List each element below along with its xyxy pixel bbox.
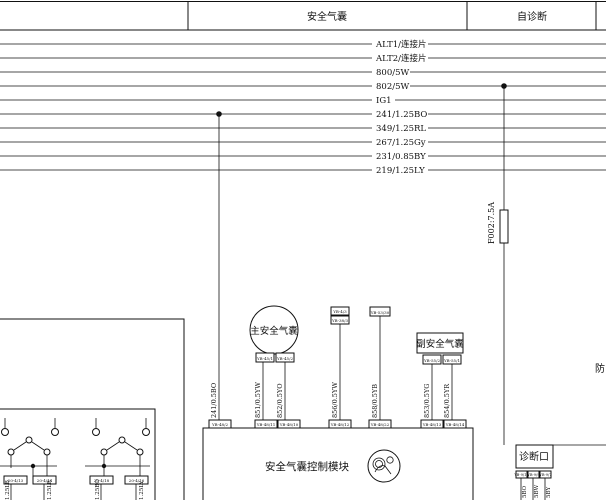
- wire-label: 1.25LR: [47, 479, 53, 500]
- airbag-icon: [367, 449, 401, 483]
- wire-label: 854/0.5YR: [443, 383, 451, 418]
- wire-label: 858/0.5YB: [371, 384, 379, 418]
- connector-label: YB-55/2: [423, 358, 440, 363]
- sensor-connectors: YB-4/3 YB-38/3 YB-53/30: [330, 306, 391, 420]
- wire-label: 851/0.5YW: [254, 382, 262, 418]
- connector-label: YB-48/11: [256, 422, 276, 427]
- wire-label: 5BW: [534, 484, 540, 498]
- passenger-airbag-box: [416, 332, 464, 354]
- connector-label: 20-4/14: [37, 478, 53, 483]
- connector-label: YB-48/10: [279, 422, 299, 427]
- wire-label: 853/0.5YG: [423, 384, 431, 418]
- connector-label: 20-4/13: [8, 478, 24, 483]
- bus-wire-label: 267/1.25Gy: [376, 138, 426, 148]
- connector-label: YB-9/16: [513, 473, 529, 477]
- junction-drops: [216, 83, 507, 445]
- connector-label: YB-9/7: [538, 473, 552, 477]
- section-title-selfdiag: 自诊断: [517, 10, 547, 23]
- fuse-f002: F002:7.5A: [487, 202, 509, 244]
- driver-airbag: 主安全气囊 YB-45/1 YB-45/2: [249, 305, 299, 420]
- wire-label: 5BO: [522, 485, 528, 498]
- diag-port-label: 诊断口: [519, 450, 549, 463]
- connector-label: YB-45/1: [256, 356, 273, 361]
- vertical-wire-labels: 241/0.5BO 851/0.5YW 852/0.5YO 856/0.5YW …: [210, 382, 451, 418]
- wire-label: 241/0.5BO: [210, 383, 218, 418]
- passenger-airbag-label: 副安全气囊: [416, 338, 464, 350]
- wire-label: 856/0.5YW: [331, 382, 339, 418]
- connector-label: YB-48/12: [330, 422, 350, 427]
- passenger-airbag: 副安全气囊 YB-55/2 YB-55/1: [416, 332, 464, 420]
- connector-label: 20-4/18: [94, 478, 110, 483]
- fuse-label: F002:7.5A: [487, 202, 496, 244]
- driver-airbag-label: 主安全气囊: [250, 325, 298, 337]
- bus-wire-label: 241/1.25BO: [376, 110, 427, 120]
- connector-label: YB-48/22: [370, 422, 390, 427]
- bus-wire-label: ALT1/连接片: [375, 39, 427, 50]
- connector-label: YB-45/2: [276, 356, 293, 361]
- wire-label: 1.25LB: [5, 480, 11, 500]
- connector-label: YB-55/1: [443, 358, 460, 363]
- header-band: 安全气囊 自诊断: [0, 1, 606, 31]
- bus-wire-label: IG1: [376, 96, 392, 106]
- bus-wire-label: 800/5W: [376, 68, 409, 78]
- connector-label: YB-38/3: [331, 318, 348, 323]
- airbag-control-module: YB-48/2 YB-48/11 YB-48/10 YB-48/12 YB-48…: [202, 419, 474, 500]
- switch-symbol: [0, 436, 57, 476]
- fuse-body: [499, 209, 509, 244]
- wire-label: 1.25LY: [139, 480, 145, 500]
- bus-wires: ALT1/连接片 ALT2/连接片 800/5W 802/5W IG1 241/…: [0, 39, 606, 176]
- connector-label: YB-53/30: [370, 310, 390, 315]
- control-module-label: 安全气囊控制模块: [265, 460, 349, 473]
- switch-symbol: [85, 436, 150, 476]
- bus-wire-label: 349/1.25RL: [376, 124, 426, 134]
- connector-label: YB-4/3: [332, 309, 347, 314]
- connector-label: 20-4/16: [129, 478, 145, 483]
- control-module-body: [202, 427, 474, 500]
- left-switch-panel: 20-4/13 20-4/14 20-4/18 20-4/16 1.25LB 1…: [0, 318, 185, 500]
- wire-label: 1.25BO: [95, 479, 101, 500]
- connector-label: YB-48/14: [445, 422, 465, 427]
- connector-label: YB-48/2: [211, 422, 228, 427]
- connector-label: YB-9/9: [526, 473, 540, 477]
- wire-label: 852/0.5YO: [276, 383, 284, 418]
- bus-wire-label: 802/5W: [376, 82, 409, 92]
- diagnostic-port: 诊断口 YB-9/16 YB-9/9 YB-9/7 5BO 5BW 5BY: [513, 444, 606, 500]
- junction-dot: [101, 463, 107, 469]
- bus-wire-label: 231/0.85BY: [376, 152, 426, 162]
- section-title-airbag: 安全气囊: [307, 10, 347, 23]
- wire-label: 5BY: [546, 487, 552, 498]
- bus-wire-label: 219/1.25LY: [376, 166, 425, 176]
- diag-port-box: [515, 444, 554, 469]
- connector-label: YB-48/13: [422, 422, 442, 427]
- bus-wire-label: ALT2/连接片: [375, 53, 427, 64]
- cut-off-label: 防: [595, 362, 605, 375]
